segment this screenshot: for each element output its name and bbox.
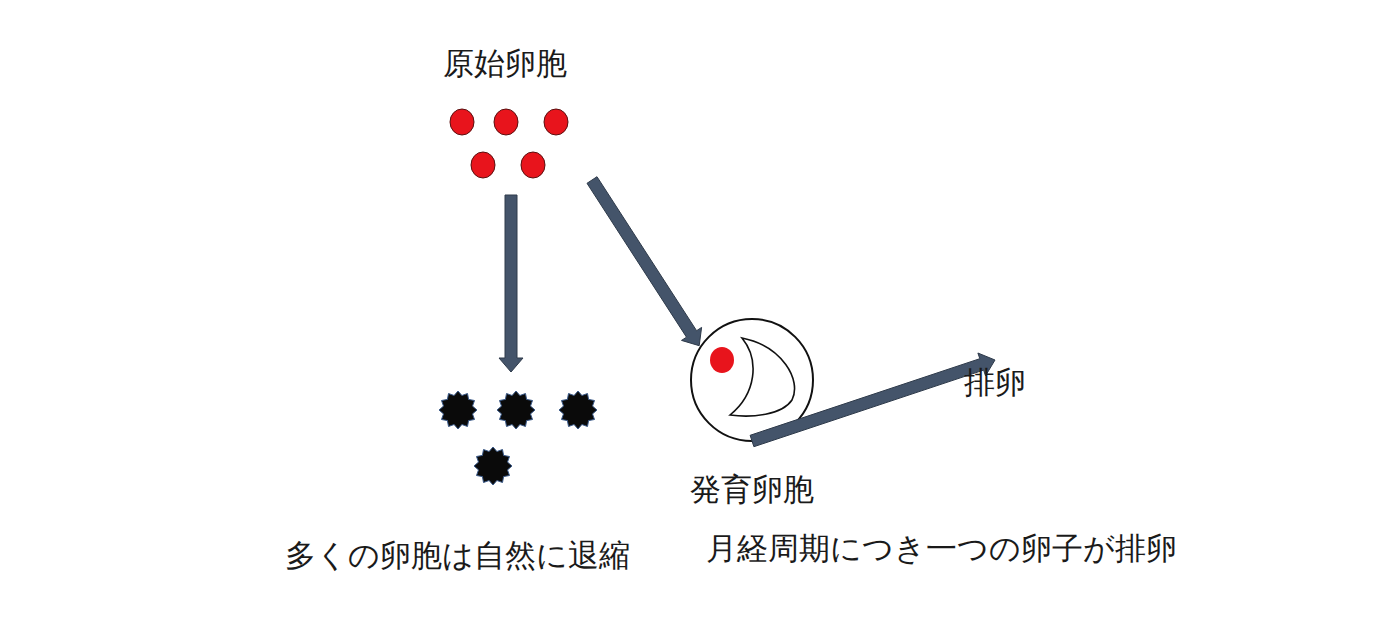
node-label: 発育卵胞	[690, 471, 814, 508]
red-dot	[521, 152, 545, 178]
red-dot	[544, 109, 568, 135]
node-label: 原始卵胞	[443, 45, 567, 82]
atretic-star	[497, 391, 535, 429]
antrum	[730, 338, 795, 416]
primordial-group: 原始卵胞	[430, 45, 580, 193]
growing-follicle-node: 発育卵胞	[691, 319, 813, 441]
block-arrow	[587, 177, 702, 346]
node-label: 多くの卵胞は自然に退縮	[285, 537, 630, 574]
ovulation-node: 排卵	[950, 360, 1040, 406]
atretic-star	[559, 391, 597, 429]
node-label: 排卵	[964, 364, 1026, 401]
atretic-star	[439, 391, 477, 429]
primordial-follicles	[450, 109, 568, 178]
atretic-follicles	[439, 391, 597, 485]
block-arrow	[499, 195, 523, 372]
red-dot	[450, 109, 474, 135]
oocyte-dot	[710, 347, 734, 373]
atretic-star	[474, 447, 512, 485]
atretic-group: 多くの卵胞は自然に退縮	[262, 388, 652, 578]
block-arrow	[750, 353, 995, 447]
caption-note: 月経周期につき一つの卵子が排卵	[706, 530, 1177, 567]
red-dot	[494, 109, 518, 135]
red-dot	[471, 152, 495, 178]
